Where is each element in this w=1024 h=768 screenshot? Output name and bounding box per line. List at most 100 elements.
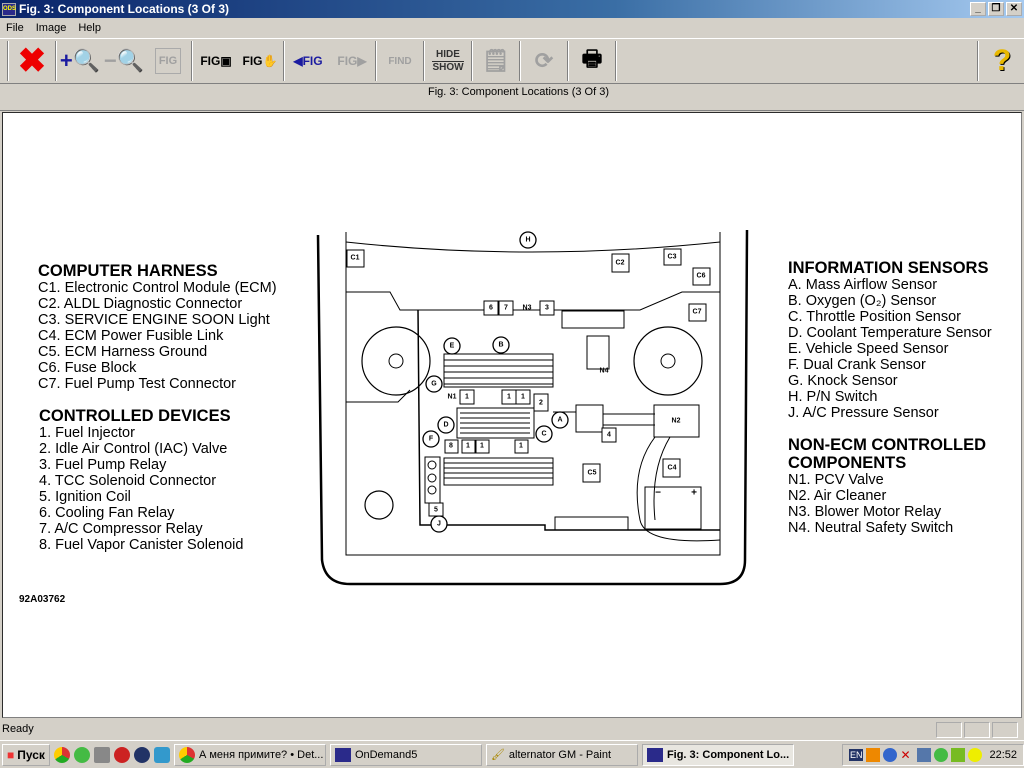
flash-icon[interactable]: [883, 747, 898, 762]
note-button[interactable]: 🗒: [474, 40, 518, 82]
taskbar: ■Пуск А меня примите? • Det... OnDemand5…: [0, 740, 1024, 768]
label-H: H: [525, 237, 530, 244]
ie-icon[interactable]: [153, 746, 170, 763]
figure-viewport[interactable]: [2, 112, 1022, 718]
network-disconnected-icon[interactable]: ✕: [900, 747, 911, 762]
icq-icon[interactable]: [73, 746, 90, 763]
label-8: 8: [449, 443, 453, 450]
label-F: F: [429, 436, 434, 443]
figure-caption: Fig. 3: Component Locations (3 Of 3): [428, 86, 609, 98]
label-N1: N1: [448, 394, 457, 401]
java-icon[interactable]: [866, 747, 881, 762]
media-icon[interactable]: [93, 746, 110, 763]
ods-icon: [646, 747, 663, 762]
close-figure-button[interactable]: ✖: [10, 40, 54, 82]
zoom-in-icon: +🔍: [59, 48, 101, 73]
next-figure-button[interactable]: FIG▶: [330, 40, 374, 82]
refresh-button[interactable]: ⟳: [522, 40, 566, 82]
label-C5: C5: [588, 470, 597, 477]
computer-harness-legend: COMPUTER HARNESS C1. Electronic Control …: [38, 262, 277, 392]
battery-negative: −: [655, 488, 661, 499]
chrome-icon[interactable]: [53, 746, 70, 763]
label-1: 1: [507, 394, 511, 401]
battery-positive: +: [691, 488, 697, 499]
label-D: D: [443, 422, 448, 429]
legend-item: 3. Fuel Pump Relay: [39, 457, 167, 473]
fig-forward-icon: FIG▶: [337, 54, 367, 68]
diagram-circle-labels: [422, 231, 569, 533]
legend-heading: COMPUTER HARNESS: [38, 262, 218, 280]
legend-item: D. Coolant Temperature Sensor: [788, 325, 992, 341]
paint-icon: 🖌: [490, 749, 505, 761]
player-icon[interactable]: [133, 746, 150, 763]
legend-item: 5. Ignition Coil: [39, 489, 131, 505]
label-3: 3: [545, 305, 549, 312]
legend-item: C4. ECM Power Fusible Link: [38, 328, 224, 344]
fit-figure-button[interactable]: FIG: [146, 40, 190, 82]
label-J: J: [437, 521, 441, 528]
label-C7: C7: [693, 309, 702, 316]
clock[interactable]: 22:52: [989, 748, 1017, 761]
fig-window-icon: FIG▣: [200, 54, 232, 68]
zoom-out-icon: −🔍: [103, 48, 145, 73]
print-button[interactable]: 🖶: [570, 40, 614, 82]
legend-heading: NON-ECM CONTROLLED: [788, 436, 986, 454]
legend-item: 4. TCC Solenoid Connector: [39, 473, 217, 489]
task-chrome[interactable]: А меня примите? • Det...: [173, 743, 326, 766]
status-text: Ready: [2, 723, 34, 735]
information-sensors-legend: INFORMATION SENSORS A. Mass Airflow Sens…: [788, 259, 992, 421]
legend-item: F. Dual Crank Sensor: [788, 357, 926, 373]
network-icon[interactable]: [917, 747, 932, 762]
label-1: 1: [466, 443, 470, 450]
figure-id: 92A03762: [19, 594, 66, 605]
find-button[interactable]: FIND: [378, 40, 422, 82]
note-icon: 🗒: [482, 48, 510, 73]
controlled-devices-legend: CONTROLLED DEVICES 1. Fuel Injector 2. I…: [39, 407, 243, 553]
menu-file[interactable]: File: [6, 22, 24, 34]
label-1: 1: [465, 394, 469, 401]
fig-pan-button[interactable]: FIG✋: [238, 40, 282, 82]
legend-item: C2. ALDL Diagnostic Connector: [38, 296, 243, 312]
legend-item: C7. Fuel Pump Test Connector: [38, 376, 236, 392]
label-A: A: [557, 417, 562, 424]
fig-window-button[interactable]: FIG▣: [194, 40, 238, 82]
label-E: E: [450, 343, 455, 350]
icq-tray-icon[interactable]: [934, 747, 949, 762]
ods-icon: [334, 747, 351, 762]
menu-help[interactable]: Help: [78, 22, 101, 34]
zoom-in-button[interactable]: +🔍: [58, 40, 102, 82]
help-icon: ?: [992, 44, 1012, 77]
legend-item: N3. Blower Motor Relay: [788, 504, 942, 520]
previous-figure-button[interactable]: ◀FIG: [286, 40, 330, 82]
non-ecm-components-legend: NON-ECM CONTROLLED COMPONENTS N1. PCV Va…: [788, 436, 986, 536]
task-fig3[interactable]: Fig. 3: Component Lo...: [641, 743, 794, 766]
label-2: 2: [539, 400, 543, 407]
legend-heading: INFORMATION SENSORS: [788, 259, 989, 277]
legend-item: B. Oxygen (O₂) Sensor: [788, 293, 937, 309]
label-N3: N3: [523, 305, 532, 312]
legend-item: 1. Fuel Injector: [39, 425, 135, 441]
help-button[interactable]: ?: [980, 40, 1024, 82]
task-paint[interactable]: 🖌alternator GM - Paint: [485, 743, 638, 766]
legend-heading: CONTROLLED DEVICES: [39, 407, 231, 425]
language-indicator[interactable]: EN: [848, 748, 864, 761]
minimize-button[interactable]: _: [970, 2, 986, 16]
restore-button[interactable]: ❐: [988, 2, 1004, 16]
legend-item: C. Throttle Position Sensor: [788, 309, 962, 325]
opera-icon[interactable]: [113, 746, 130, 763]
wireless-icon[interactable]: [968, 747, 983, 762]
close-button[interactable]: ✕: [1006, 2, 1022, 16]
legend-item: C3. SERVICE ENGINE SOON Light: [38, 312, 270, 328]
menu-image[interactable]: Image: [35, 22, 67, 34]
label-C2: C2: [616, 260, 625, 267]
legend-item: H. P/N Switch: [788, 389, 878, 405]
nvidia-icon[interactable]: [951, 747, 966, 762]
legend-item: N4. Neutral Safety Switch: [788, 520, 954, 536]
label-G: G: [431, 381, 437, 388]
zoom-out-button[interactable]: −🔍: [102, 40, 146, 82]
task-ondemand5[interactable]: OnDemand5: [329, 743, 482, 766]
start-button[interactable]: ■Пуск: [2, 743, 50, 766]
toolbar: ✖ +🔍 −🔍 FIG FIG▣ FIG✋ ◀FIG FIG▶ FIND HID…: [0, 38, 1024, 84]
